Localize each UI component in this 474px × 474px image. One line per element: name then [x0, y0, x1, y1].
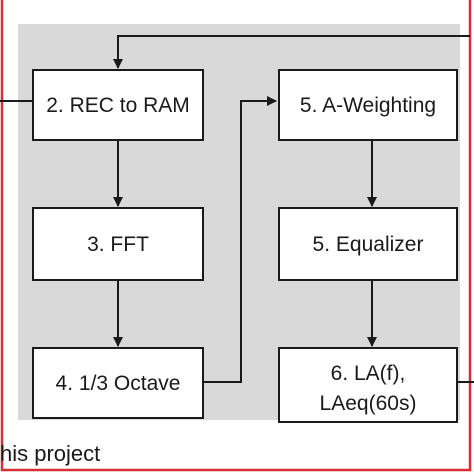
block-la-label-line2: LAeq(60s) [320, 392, 417, 415]
block-fft: 3. FFT [32, 207, 204, 281]
block-la: 6. LA(f), LAeq(60s) [278, 347, 458, 423]
block-fft-label: 3. FFT [87, 233, 149, 256]
block-a-weighting-label: 5. A-Weighting [300, 94, 436, 117]
octave-to-aweighting-connector [203, 96, 277, 383]
block-octave-label: 4. 1/3 Octave [56, 372, 181, 395]
block-octave: 4. 1/3 Octave [32, 347, 204, 419]
block-a-weighting: 5. A-Weighting [278, 69, 458, 141]
feedback-connector [113, 35, 470, 69]
caption-text: his project [0, 441, 100, 466]
block-equalizer: 5. Equalizer [278, 207, 458, 281]
block-rec-to-ram-label: 2. REC to RAM [46, 94, 190, 117]
block-la-label-line1: 6. LA(f), [331, 362, 406, 385]
block-equalizer-label: 5. Equalizer [313, 233, 424, 256]
block-rec-to-ram: 2. REC to RAM [32, 69, 204, 141]
